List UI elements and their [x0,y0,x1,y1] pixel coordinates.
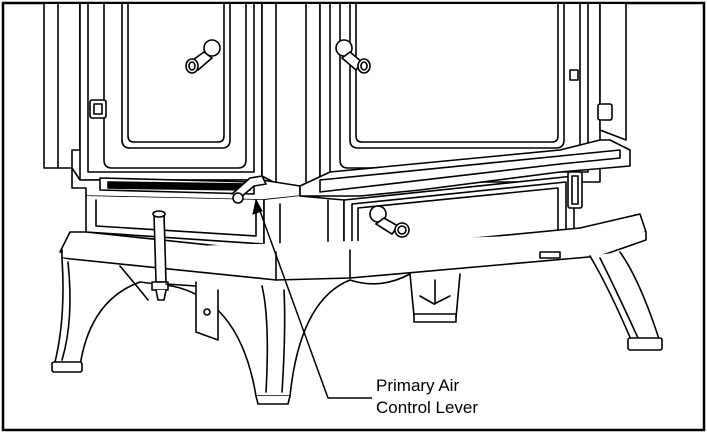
arrow-head-icon [252,198,263,215]
callout-label-line-1: Primary Air [376,376,459,395]
callout-label-line-2: Control Lever [376,398,478,417]
callout-leader-line [255,199,372,399]
door-knob-icon [369,205,410,238]
door-knob-icon [185,39,221,74]
door-knob-icon [335,39,371,74]
